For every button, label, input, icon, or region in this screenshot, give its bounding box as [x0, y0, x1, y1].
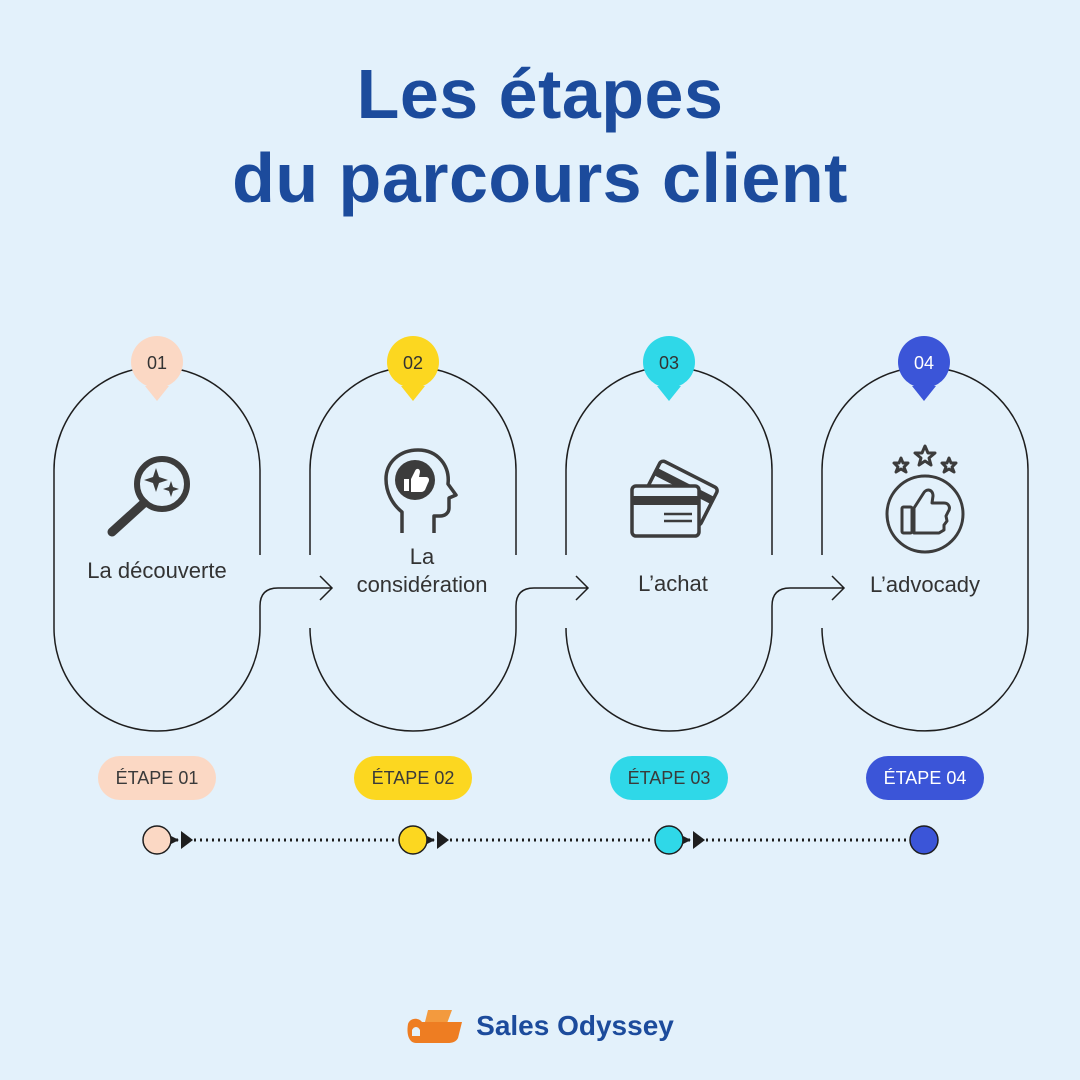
connector-arrow-1	[259, 575, 334, 628]
stage-3-number: 03	[659, 353, 679, 373]
stage-3-outline	[565, 366, 773, 732]
stage-4-pill: ÉTAPE 04	[866, 756, 984, 800]
timeline-dot-4	[909, 825, 939, 855]
stage-3-marker: 03	[643, 336, 695, 401]
stage-1-number: 01	[147, 353, 167, 373]
magnifier-sparkle-icon	[107, 456, 190, 537]
stage-2-label-line-1: La	[410, 544, 435, 569]
stage-4-marker: 04	[898, 336, 950, 401]
stage-4-number: 04	[914, 353, 934, 373]
progress-timeline	[142, 825, 939, 855]
timeline-arrowhead-2	[437, 831, 449, 849]
stage-2-marker: 02	[387, 336, 439, 401]
timeline-dot-2	[398, 825, 428, 855]
connector-arrow-2	[515, 575, 590, 628]
stage-4-label: L’advocady	[870, 572, 980, 597]
title-line-2: du parcours client	[232, 139, 848, 217]
timeline-dot-3	[654, 825, 684, 855]
ship-logo-icon	[407, 1010, 463, 1043]
page-title: Les étapes du parcours client	[0, 52, 1080, 220]
head-thumbs-up-icon	[384, 448, 458, 533]
footer-brand: Sales Odyssey	[0, 1002, 1080, 1050]
credit-cards-icon	[630, 459, 719, 538]
stage-2-number: 02	[403, 353, 423, 373]
stage-1-pill: ÉTAPE 01	[98, 756, 216, 800]
title-line-1: Les étapes	[356, 55, 724, 133]
stage-2-label-line-2: considération	[357, 572, 488, 597]
thumbs-up-stars-icon	[885, 444, 965, 554]
connector-arrow-3	[771, 575, 846, 628]
stage-2-pill: ÉTAPE 02	[354, 756, 472, 800]
timeline-arrowhead-1	[181, 831, 193, 849]
stage-1-marker: 01	[131, 336, 183, 401]
brand-name: Sales Odyssey	[476, 1010, 674, 1041]
stage-3-pill: ÉTAPE 03	[610, 756, 728, 800]
timeline-dot-1	[142, 825, 172, 855]
stage-4-outline	[821, 366, 1029, 732]
stage-3-label: L’achat	[638, 571, 708, 596]
stage-1-outline	[53, 366, 261, 732]
stage-1-label: La découverte	[87, 558, 226, 583]
timeline-arrowhead-3	[693, 831, 705, 849]
